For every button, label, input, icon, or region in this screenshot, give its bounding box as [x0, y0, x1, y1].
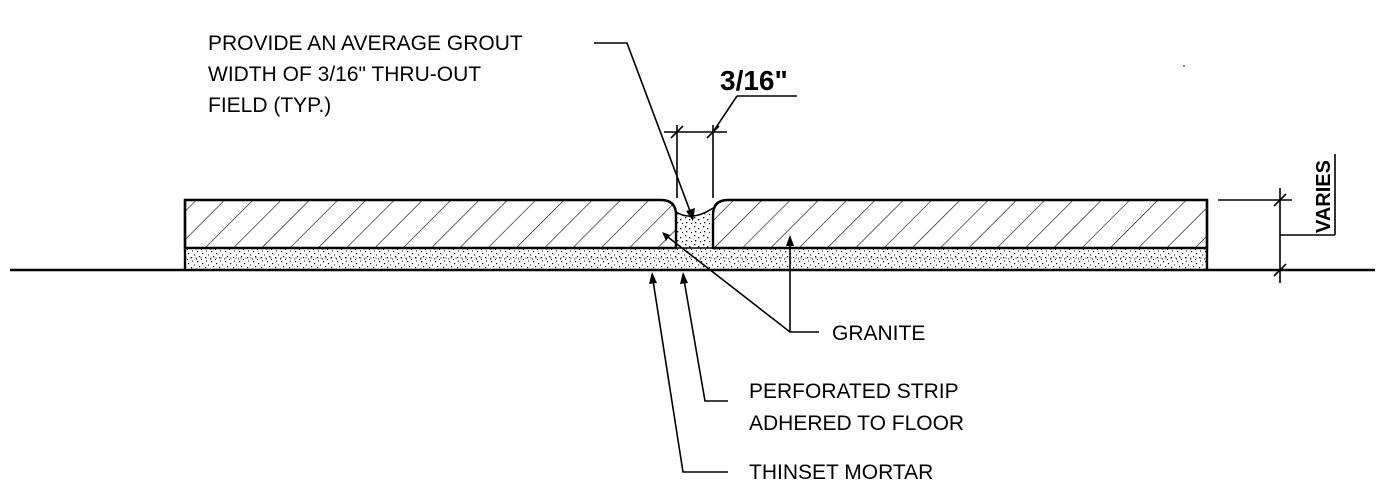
joint-width-label: 3/16" [720, 65, 788, 96]
mortar-label: THINSET MORTAR [749, 461, 933, 484]
granite-note: GRANITE [662, 232, 925, 345]
granite-slab-right [711, 198, 1209, 250]
grout-note-line1: PROVIDE AN AVERAGE GROUT [208, 32, 523, 55]
granite-slab-left [183, 198, 678, 250]
granite-label: GRANITE [832, 322, 925, 345]
perforated-strip-note: PERFORATED STRIP ADHERED TO FLOOR [680, 272, 964, 435]
strip-label-line1: PERFORATED STRIP [749, 380, 959, 403]
grout-note-line2: WIDTH OF 3/16" THRU-OUT [208, 63, 481, 86]
drawing-speck [1183, 65, 1185, 67]
thinset-mortar-note: THINSET MORTAR [649, 272, 933, 484]
joint-width-dimension [664, 95, 797, 198]
strip-label-line2: ADHERED TO FLOOR [749, 412, 964, 435]
grout-note-line3: FIELD (TYP.) [208, 94, 331, 117]
thickness-dimension [1218, 154, 1336, 283]
grout-fill [676, 208, 713, 248]
thickness-label: VARIES [1313, 160, 1335, 233]
grout-note: PROVIDE AN AVERAGE GROUT WIDTH OF 3/16" … [208, 32, 695, 221]
